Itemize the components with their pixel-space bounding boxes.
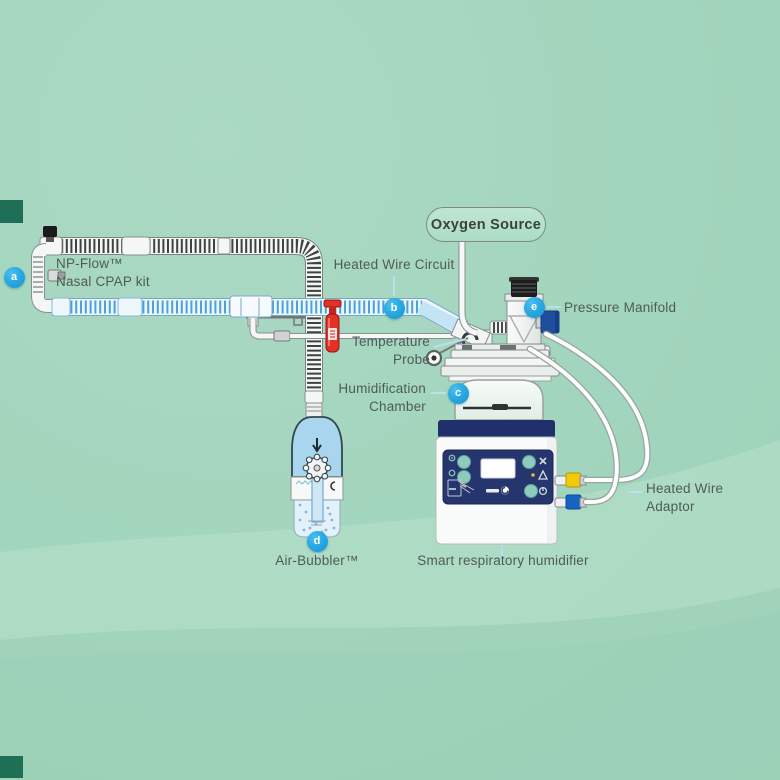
corner-mark-top: [0, 200, 23, 223]
badge-d: d: [306, 530, 328, 552]
background-waves: [0, 440, 780, 780]
warning-icon: [537, 469, 549, 480]
np-flow-label-line1: NP-Flow™: [56, 256, 123, 271]
np-flow-interface: [31, 243, 66, 313]
heated-wire-port-yellow: [565, 472, 582, 488]
oxygen-tube: [458, 242, 478, 337]
leader-temperature-probe: [433, 338, 467, 348]
heated-wire-adaptor-label: Heated Wire Adaptor: [646, 480, 723, 516]
heated-wire-adaptor-label-line2: Adaptor: [646, 499, 695, 514]
pressure-manifold-label: Pressure Manifold: [564, 300, 677, 315]
heated-wire-adaptor-label-line1: Heated Wire: [646, 481, 724, 496]
oxygen-source-label: Oxygen Source: [426, 207, 546, 242]
humidity-icon: [448, 454, 456, 462]
corner-marks: [0, 200, 23, 778]
port-cap-stem: [46, 236, 54, 242]
temperature-probe-connector: [425, 337, 469, 367]
panel-button-mute: [522, 455, 536, 469]
chamber-dome: [454, 379, 544, 421]
air-bubbler-device: [290, 416, 344, 538]
alarm-led: [531, 473, 535, 477]
humidification-chamber-label-line1: Humidification: [338, 381, 426, 396]
port-cap: [43, 226, 57, 237]
temperature-probe-label-line1: Temperature: [352, 334, 430, 349]
humidification-chamber-label: Humidification Chamber: [318, 380, 426, 416]
leader-lines: [316, 276, 642, 557]
panel-button-humidity: [457, 455, 471, 469]
heated-wire-port-blue: [565, 494, 582, 510]
badge-e: e: [523, 296, 545, 318]
badge-c: c: [447, 382, 469, 404]
panel-display: [480, 458, 516, 479]
humidification-chamber-label-line2: Chamber: [369, 399, 426, 414]
temperature-probe-label-line2: Probe: [392, 352, 430, 367]
temp-icon: [448, 469, 456, 477]
np-flow-label-line2: Nasal CPAP kit: [56, 274, 150, 289]
brand-logo: [486, 489, 499, 493]
device-sketch: [447, 479, 462, 497]
elbow-clip: [461, 331, 479, 347]
flow-clamp: [323, 299, 342, 353]
tube-connector: [229, 295, 273, 318]
mute-icon: [539, 457, 547, 465]
expiratory-circuit-tube: [39, 226, 324, 418]
humidification-chamber-device: [440, 343, 560, 421]
badge-b: b: [383, 297, 405, 319]
panel-button-power: [524, 484, 538, 498]
np-flow-label: NP-Flow™ Nasal CPAP kit: [56, 255, 150, 291]
device-top-band: [438, 420, 555, 438]
heated-wire-cables: [526, 330, 651, 506]
heated-wire-circuit-label: Heated Wire Circuit: [333, 257, 455, 272]
badge-a: a: [3, 266, 25, 288]
smart-humidifier-label: Smart respiratory humidifier: [417, 553, 589, 568]
temperature-probe-label: Temperature Probe: [330, 333, 430, 369]
air-bubbler-label: Air-Bubbler™: [275, 553, 359, 568]
corner-mark-bottom: [0, 756, 23, 778]
heated-wire-circuit-tube: [51, 295, 469, 337]
